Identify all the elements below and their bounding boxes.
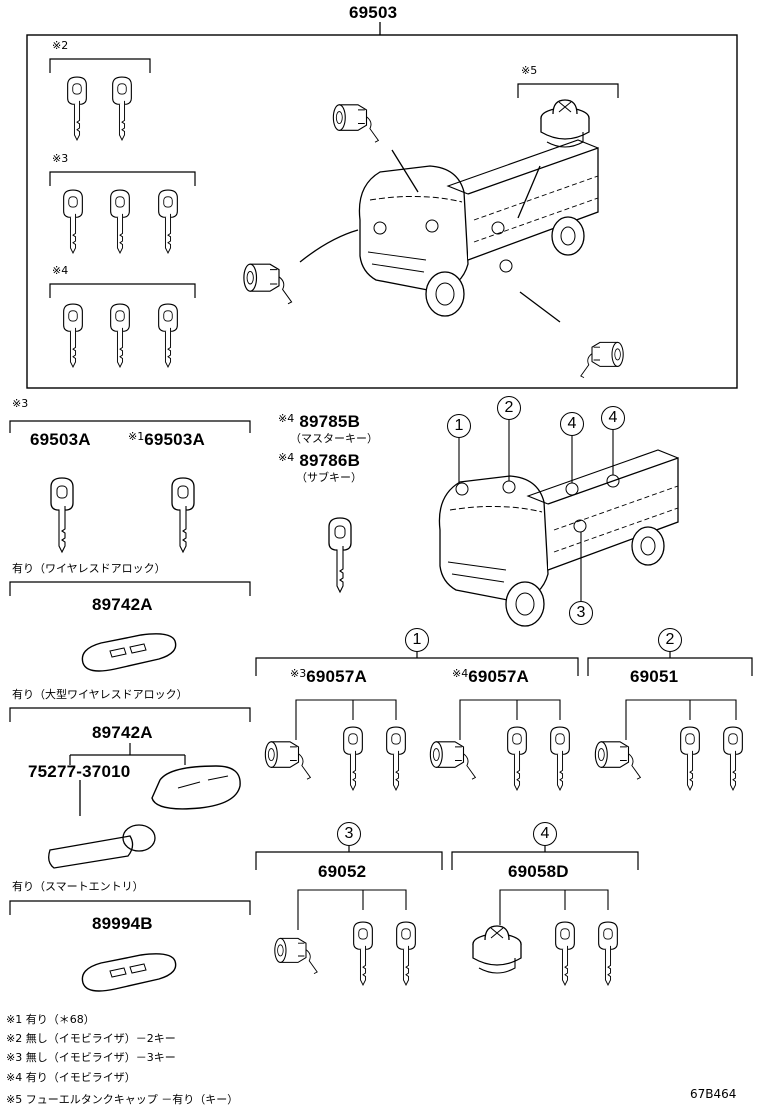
part-number-75277-37010: 75277-37010 xyxy=(28,762,131,781)
mark-1: ※1 xyxy=(128,430,145,443)
callout-2-set: 2 xyxy=(658,628,682,652)
master-key-label: （マスターキー） xyxy=(290,432,378,445)
mark-4b: ※4 xyxy=(278,451,295,464)
key-set-3 xyxy=(63,189,178,254)
part-69057A-2: ※469057A xyxy=(452,668,529,685)
smart-fob-89742A xyxy=(151,765,241,810)
mark-3-section: ※3 xyxy=(12,397,29,410)
part-69503A-right: ※169503A xyxy=(128,431,205,448)
remote-fob-89742A xyxy=(81,633,177,672)
footnote-2: ※2 無し（イモビライザ）－2キー xyxy=(6,1032,176,1045)
part-number-69051: 69051 xyxy=(630,667,679,686)
callout-1-set: 1 xyxy=(405,628,429,652)
part-number-89785B: 89785B xyxy=(299,412,361,431)
wireless-door-lock-label: 有り（ワイヤレスドアロック） xyxy=(12,562,166,575)
mark-4a: ※4 xyxy=(278,412,295,425)
ignition-cylinder-top xyxy=(332,104,379,143)
door-cylinder-top xyxy=(243,263,293,305)
smart-entry-label: 有り（スマートエントリ） xyxy=(12,880,144,893)
part-number-69058D: 69058D xyxy=(508,862,569,881)
callout-4-set: 4 xyxy=(533,822,557,846)
mark-3c: ※3 xyxy=(290,667,307,680)
top-truck xyxy=(299,139,599,323)
sub-key-label: （サブキー） xyxy=(296,471,362,484)
callout-4-truck-b: 4 xyxy=(601,406,625,430)
key-89785B xyxy=(328,517,352,593)
mark-3: ※3 xyxy=(52,152,69,165)
key-tag-75277 xyxy=(48,780,134,869)
footnote-3: ※3 無し（イモビライザ）－3キー xyxy=(6,1051,176,1064)
key-69503A-right xyxy=(171,477,195,553)
callout-1-truck: 1 xyxy=(447,414,471,438)
mark-2: ※2 xyxy=(52,39,69,52)
fuel-cap-top xyxy=(540,99,590,148)
footnote-1: ※1 有り（＊68） xyxy=(6,1013,95,1026)
part-89786B: ※4 89786B xyxy=(278,452,360,469)
remote-fob-89994B xyxy=(81,953,177,992)
part-number-69503A-left: 69503A xyxy=(30,430,91,449)
key-set-2 xyxy=(67,76,132,141)
mark-4: ※4 xyxy=(52,264,69,277)
part-number-69503: 69503 xyxy=(349,3,398,22)
part-number-69057A-1: 69057A xyxy=(306,667,367,686)
part-69057A-1: ※369057A xyxy=(290,668,367,685)
callout-4-truck-a: 4 xyxy=(560,412,584,436)
callout-2-truck: 2 xyxy=(497,396,521,420)
callout-3-set: 3 xyxy=(337,822,361,846)
part-number-89994B: 89994B xyxy=(92,914,153,933)
part-number-89786B: 89786B xyxy=(299,451,361,470)
mark-5: ※5 xyxy=(521,64,538,77)
part-number-69503A-right: 69503A xyxy=(144,430,205,449)
footnote-5: ※5 フューエルタンクキャップ －有り（キー） xyxy=(6,1093,239,1106)
key-69503A-left xyxy=(50,477,74,553)
rear-cylinder-top xyxy=(580,341,624,379)
drawing-code: 67B464 xyxy=(690,1087,737,1101)
footnote-4: ※4 有り（イモビライザ） xyxy=(6,1071,136,1084)
mark-4c: ※4 xyxy=(452,667,469,680)
part-number-89742A-1: 89742A xyxy=(92,595,153,614)
part-number-69057A-2: 69057A xyxy=(468,667,529,686)
part-number-69052: 69052 xyxy=(318,862,367,881)
part-89785B: ※4 89785B xyxy=(278,413,360,430)
large-wireless-door-lock-label: 有り（大型ワイヤレスドアロック） xyxy=(12,688,188,701)
part-number-89742A-2: 89742A xyxy=(92,723,153,742)
callout-truck xyxy=(438,418,679,627)
key-set-4 xyxy=(63,303,178,368)
callout-3-truck: 3 xyxy=(569,601,593,625)
